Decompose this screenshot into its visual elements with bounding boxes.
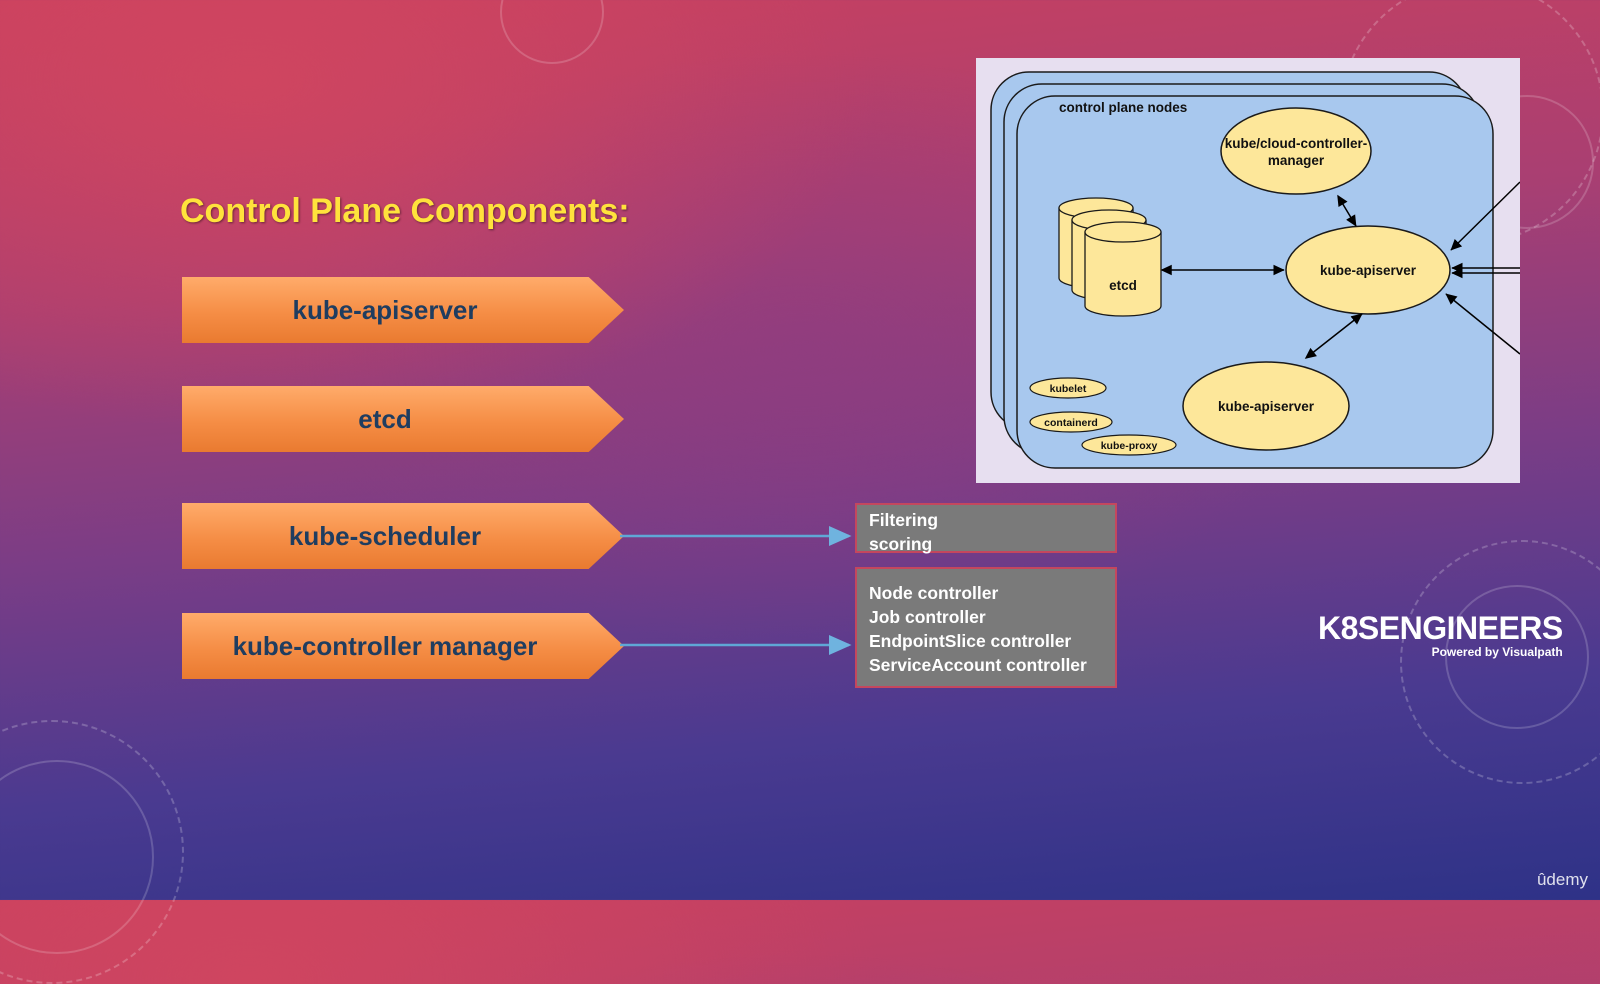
connector-lines — [620, 526, 852, 655]
background-ring — [1445, 585, 1589, 729]
logo-tagline: Powered by Visualpath — [1431, 645, 1563, 659]
component-label: kube-apiserver — [292, 294, 478, 325]
kube-proxy-node — [1081, 434, 1177, 456]
diagram-canvas: control plane nodes kube/cloud-controlle… — [990, 71, 1521, 469]
kubelet-label: kubelet — [1050, 383, 1087, 395]
apiserver-main-label: kube-apiserver — [1320, 263, 1417, 278]
detail-item: EndpointSlice controller — [869, 631, 1072, 651]
slide-title: Control Plane Components: — [180, 192, 630, 230]
detail-item: Node controller — [869, 583, 999, 603]
component-label: etcd — [358, 403, 412, 434]
detail-item: scoring — [869, 534, 933, 554]
component-label: kube-controller manager — [232, 630, 538, 661]
controller-details-box: Node controller Job controller EndpointS… — [855, 567, 1117, 688]
ccm-apiserver-arrow — [1337, 194, 1357, 227]
component-kube-scheduler: kube-scheduler — [182, 503, 624, 569]
component-label: kube-scheduler — [288, 520, 482, 551]
cloud-controller-manager-label: manager — [1268, 153, 1325, 168]
cloud-controller-manager-label: kube/cloud-controller- — [1225, 136, 1368, 151]
detail-item: Job controller — [869, 607, 986, 627]
cloud-controller-manager-node — [1220, 107, 1372, 195]
component-kube-apiserver: kube-apiserver — [182, 277, 624, 343]
node-box-front — [1016, 95, 1494, 469]
detail-item: ServiceAccount controller — [869, 655, 1087, 675]
apiserver-secondary-node — [1182, 361, 1350, 451]
udemy-watermark: ûdemy — [1536, 870, 1588, 889]
group-label: control plane nodes — [1059, 100, 1187, 115]
containerd-label: containerd — [1044, 417, 1098, 429]
k8sengineers-logo: K8SENGINEERS Powered by Visualpath — [1318, 610, 1563, 659]
component-kube-controller-manager: kube-controller manager — [182, 613, 624, 679]
external-arrow — [1450, 181, 1521, 251]
logo-name: K8SENGINEERS — [1318, 610, 1563, 646]
etcd-cylinders — [1058, 197, 1162, 317]
apiserver-apiserver-arrow — [1304, 313, 1363, 359]
containerd-node — [1029, 411, 1113, 433]
kube-proxy-label: kube-proxy — [1101, 440, 1158, 452]
etcd-label: etcd — [1109, 278, 1137, 293]
apiserver-main-node — [1285, 225, 1451, 315]
scheduler-details-box: Filtering scoring — [855, 503, 1117, 554]
architecture-diagram: control plane nodes kube/cloud-controlle… — [976, 58, 1521, 483]
detail-item: Filtering — [869, 510, 939, 530]
external-arrow — [1445, 293, 1521, 355]
component-etcd: etcd — [182, 386, 624, 452]
kubelet-node — [1029, 377, 1107, 399]
apiserver-secondary-label: kube-apiserver — [1218, 399, 1315, 414]
